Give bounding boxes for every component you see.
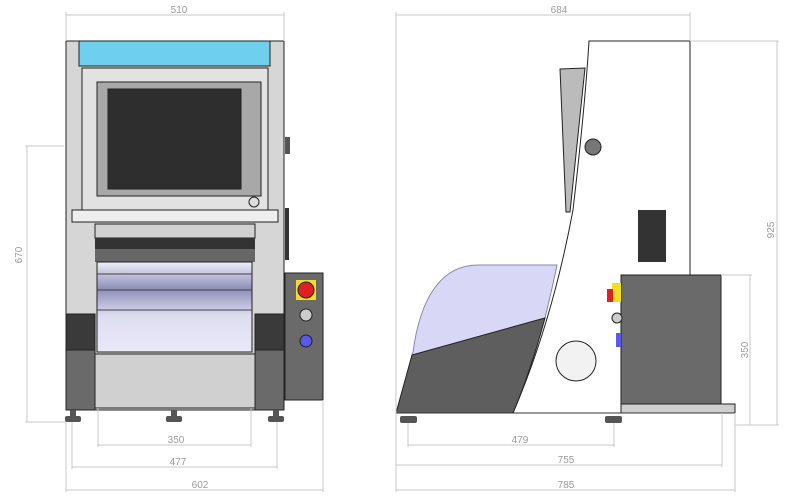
dim-477: 477 xyxy=(170,457,187,468)
side-handle xyxy=(285,208,289,260)
dim-670: 670 xyxy=(14,246,25,263)
guard-window xyxy=(411,264,558,356)
monitor-side xyxy=(559,67,586,213)
estop-side-red xyxy=(607,289,613,302)
dim-350-side: 350 xyxy=(740,341,751,358)
side-knob-icon xyxy=(584,138,602,156)
left-dark-block xyxy=(65,313,96,351)
dark-band xyxy=(95,238,255,249)
side-dark-box xyxy=(638,210,666,262)
emergency-stop-icon xyxy=(297,281,315,299)
dim-785: 785 xyxy=(558,480,575,491)
blue-button-side xyxy=(616,333,621,347)
left-pillar xyxy=(65,349,96,411)
dim-684: 684 xyxy=(551,5,568,16)
side-view: 684 925 350 479 755 785 xyxy=(395,5,779,492)
blue-button-icon xyxy=(299,334,313,348)
dim-602: 602 xyxy=(192,480,209,491)
viewing-window xyxy=(96,261,253,353)
selector-side-icon xyxy=(611,312,623,324)
side-control-box xyxy=(620,274,722,405)
selector-knob-icon xyxy=(299,308,313,322)
right-pillar xyxy=(254,349,285,411)
upper-panel xyxy=(94,223,256,239)
dim-350-front: 350 xyxy=(168,435,185,446)
top-cyan-bar xyxy=(78,40,271,67)
dim-755: 755 xyxy=(558,455,575,466)
dim-925: 925 xyxy=(766,221,777,238)
base-strip xyxy=(620,403,736,414)
shelf xyxy=(71,209,279,223)
monitor-screen xyxy=(107,88,242,190)
bottom-panel xyxy=(94,353,256,409)
screw-icon xyxy=(248,196,260,208)
right-dark-block xyxy=(254,313,285,351)
mid-band xyxy=(95,249,255,262)
feet xyxy=(65,410,284,422)
side-feet xyxy=(400,416,622,423)
front-view: 510 670 350 477 602 xyxy=(14,5,324,492)
estop-side-yellow xyxy=(612,283,621,302)
dim-510: 510 xyxy=(171,5,188,16)
round-port xyxy=(555,340,597,382)
front-dark-panel xyxy=(395,317,546,414)
side-knob xyxy=(285,137,290,154)
dim-479: 479 xyxy=(512,435,529,446)
